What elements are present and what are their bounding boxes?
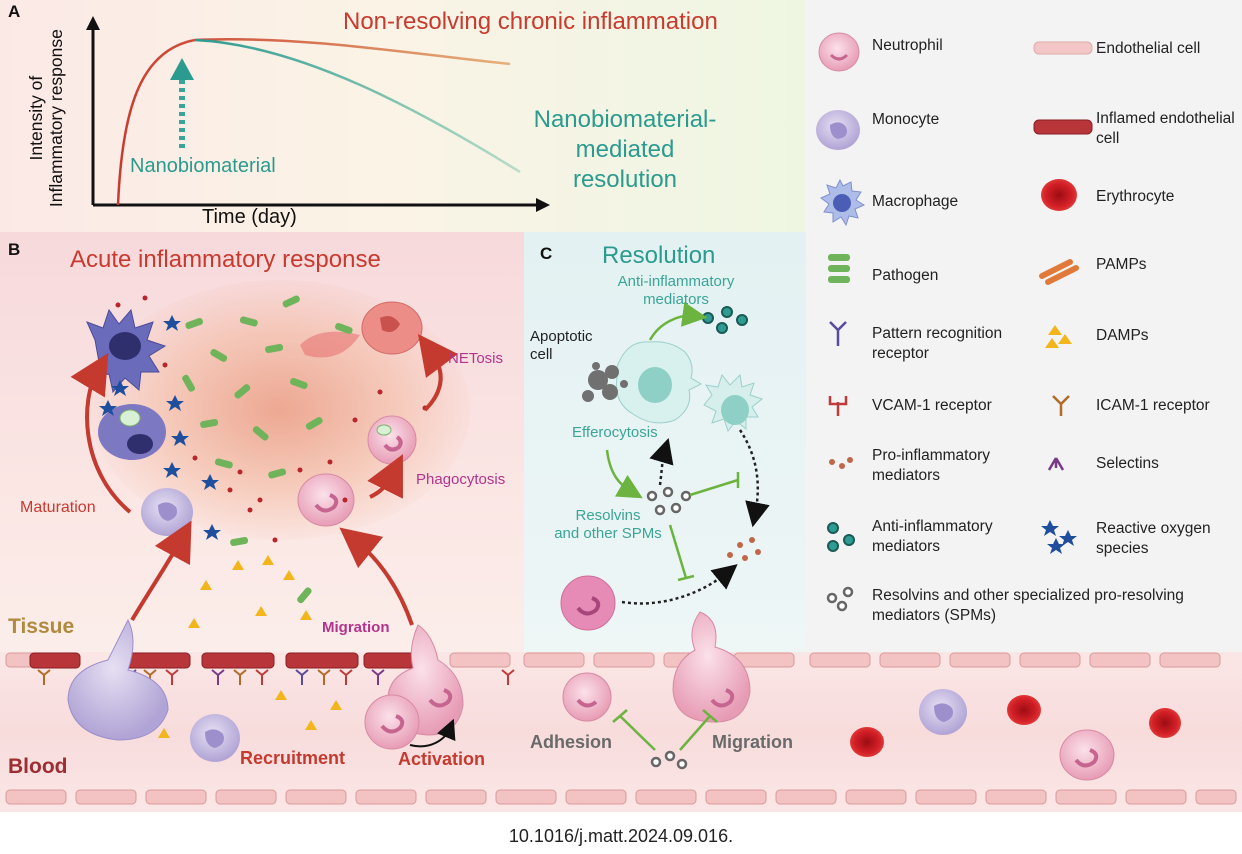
activation-arrow (409, 718, 456, 748)
panel-c-neutrophil (560, 575, 616, 631)
apoptotic-cell-label: Apoptotic cell (530, 328, 610, 364)
legend-inflamed-endothelial-cell: Inflamed endothelial cell (1096, 110, 1235, 148)
panel-c-label: C (540, 244, 553, 263)
blood-monocyte-migrating (67, 618, 169, 741)
pathogens (182, 295, 353, 604)
phagocytosis-label: Phagocytosis (416, 471, 506, 488)
panel-c-arrows (605, 301, 770, 605)
panel-c-macrophage-right (703, 373, 764, 433)
resolution-neutrophil-migrating (672, 611, 751, 723)
apoptotic-line2: cell (530, 346, 553, 363)
anti-inflammatory-label: Anti-inflammatory mediators (586, 273, 766, 309)
resolvins-line2: and other SPMs (554, 525, 662, 542)
legend-resolvins-spms: Resolvins and other specialized pro-reso… (872, 587, 1184, 625)
legend-anti-inflammatory-mediators: Anti-inflammatory mediators (872, 518, 993, 556)
panel-b-title: Acute inflammatory response (70, 246, 381, 273)
blood-inhibition-lines (612, 709, 718, 751)
panel-b-macrophage-top (86, 308, 167, 394)
adhesion-label: Adhesion (530, 732, 613, 752)
panel-a-background (0, 0, 806, 232)
anti-inflammatory-cluster (702, 306, 748, 334)
legend-pro-inflammatory-mediators: Pro-inflammatory mediators (872, 447, 990, 485)
nanobiomaterial-label: Nanobiomaterial (130, 155, 276, 177)
panel-b-neutrophil-lower (297, 473, 355, 527)
blood-spm-cluster (650, 750, 688, 770)
curve-teal-label: Nanobiomaterial- mediated resolution (500, 105, 750, 195)
curve-teal-label-line2: mediated (575, 136, 675, 163)
panel-a-axes (86, 16, 550, 212)
efferocytosis-label: Efferocytosis (572, 424, 658, 441)
apoptotic-line1: Apoptotic (530, 328, 593, 345)
panel-c-pro-dots (727, 537, 761, 561)
spm-cluster-c (646, 486, 692, 516)
legend-neutrophil: Neutrophil (872, 37, 943, 54)
legend-background (806, 0, 1242, 652)
legend-damps: DAMPs (1096, 327, 1149, 344)
panel-b-macrophage-middle (98, 404, 166, 460)
curve-teal-label-line1: Nanobiomaterial- (533, 106, 717, 133)
panel-c-macrophage (615, 341, 703, 424)
resolvins-label: Resolvins and other SPMs (548, 507, 668, 543)
blood-neutrophil-right (1059, 729, 1115, 781)
panel-c-title: Resolution (602, 242, 716, 269)
blood-label: Blood (8, 755, 68, 778)
panel-a-curves (116, 37, 521, 206)
panel-a-ylabel-line1: Intensity of (25, 75, 46, 161)
panel-b-arrows (70, 333, 458, 626)
legend-reactive-oxygen-species: Reactive oxygen species (1096, 520, 1211, 558)
blood-monocyte-lower (190, 714, 240, 762)
panel-b-netosis-cell (300, 301, 423, 358)
legend-selectins: Selectins (1096, 455, 1159, 472)
blood-neutrophil-activation (364, 694, 420, 750)
legend-endothelial-cell: Endothelial cell (1096, 40, 1201, 57)
recruitment-label: Recruitment (240, 748, 346, 768)
legend-vcam1-receptor: VCAM-1 receptor (872, 397, 992, 414)
migration-c-label: Migration (712, 732, 793, 752)
legend-erythrocyte: Erythrocyte (1096, 188, 1175, 205)
legend-pamps: PAMPs (1096, 256, 1147, 273)
panel-b-label: B (8, 240, 21, 259)
panel-c-apoptotic-cell (582, 362, 628, 402)
nanobiomaterial-arrow (170, 58, 194, 148)
curve-red-label: Non-resolving chronic inflammation (343, 8, 718, 35)
resolution-neutrophil-adhesion (562, 672, 612, 722)
panel-b-neutrophil-phago (367, 415, 417, 465)
tissue-label: Tissue (8, 615, 75, 638)
curve-teal-label-line3: resolution (572, 166, 678, 193)
anti-inflammatory-line1: Anti-inflammatory (617, 273, 735, 290)
migration-b-label: Migration (322, 619, 390, 636)
panel-a-ylabel: Intensity of Inflammatory response (26, 18, 66, 218)
legend-macrophage: Macrophage (872, 193, 959, 210)
panel-b-monocyte (141, 488, 193, 536)
citation: 10.1016/j.matt.2024.09.016. (508, 826, 734, 846)
anti-inflammatory-line2: mediators (643, 291, 709, 308)
legend-monocyte: Monocyte (872, 111, 940, 128)
resolvins-line1: Resolvins (575, 507, 641, 524)
legend-pathogen: Pathogen (872, 267, 939, 284)
panel-a-label: A (8, 2, 21, 21)
activation-label: Activation (398, 749, 486, 769)
panel-a-ylabel-line2: Inflammatory response (46, 29, 66, 208)
panel-a-xlabel: Time (day) (202, 206, 297, 228)
netosis-label: NETosis (448, 350, 504, 367)
maturation-label: Maturation (20, 499, 96, 516)
endothelium-bottom (5, 789, 1237, 805)
receptors-vessel (37, 669, 515, 685)
legend-icons (816, 32, 1093, 612)
legend-icam1-receptor: ICAM-1 receptor (1096, 397, 1210, 414)
legend-pattern-recognition-receptor: Pattern recognition receptor (872, 325, 1003, 363)
blood-erythrocytes (850, 695, 1181, 757)
blood-monocyte-right (919, 689, 967, 735)
reactive-oxygen-species (99, 315, 221, 540)
